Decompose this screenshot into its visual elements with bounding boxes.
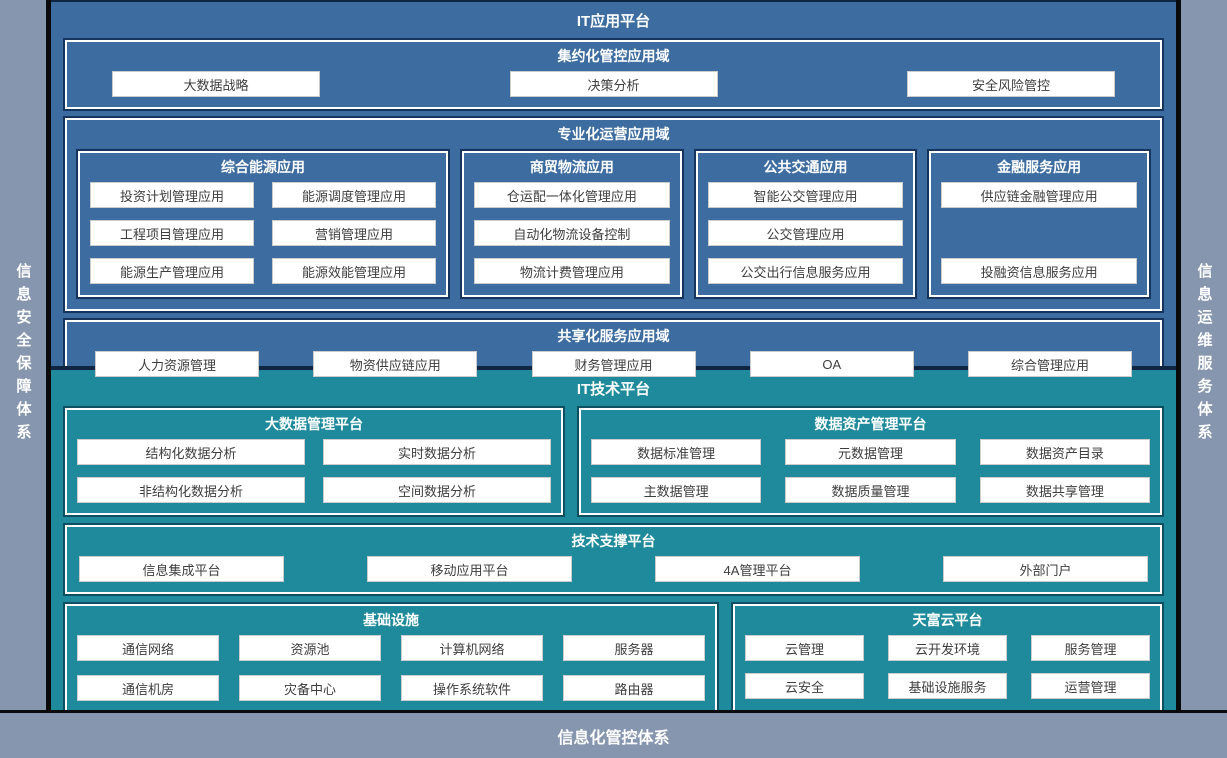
- item-box: 空间数据分析: [323, 477, 551, 503]
- item-box: 物流计费管理应用: [474, 258, 670, 284]
- group-logistics-title: 商贸物流应用: [529, 159, 614, 175]
- item-box: 4A管理平台: [655, 556, 860, 582]
- main-panel: IT应用平台 集约化管控应用域 大数据战略 决策分析 安全风险管控 专业化运营应…: [51, 0, 1176, 713]
- item-box: 云管理: [745, 635, 864, 661]
- infrastructure-items: 通信网络 资源池 计算机网络 服务器 通信机房 灾备中心 操作系统软件 路由器: [77, 635, 705, 701]
- cloud-platform-items: 云管理 云开发环境 服务管理 云安全 基础设施服务 运营管理: [745, 635, 1150, 699]
- item-box: 外部门户: [943, 556, 1148, 582]
- it-tech-platform-section: IT技术平台 大数据管理平台 结构化数据分析 实时数据分析 非结构化数据分析 空…: [51, 370, 1176, 713]
- item-box: 能源生产管理应用: [90, 258, 254, 284]
- group-energy-items: 投资计划管理应用 能源调度管理应用 工程项目管理应用 营销管理应用 能源生产管理…: [90, 182, 436, 284]
- item-box: 灾备中心: [239, 675, 381, 701]
- item-box: 智能公交管理应用: [707, 182, 904, 208]
- item-box: 综合管理应用: [968, 351, 1132, 377]
- it-tech-platform-title: IT技术平台: [576, 381, 651, 398]
- centralized-items-row: 大数据战略 决策分析 安全风险管控: [67, 71, 1160, 107]
- item-box: 数据资产目录: [979, 439, 1150, 465]
- cloud-platform-box: 天富云平台 云管理 云开发环境 服务管理 云安全 基础设施服务 运营管理: [733, 604, 1162, 713]
- cloud-platform-title: 天富云平台: [912, 612, 983, 628]
- item-box: 财务管理应用: [531, 351, 696, 377]
- bottom-rail: 信息化管控体系: [0, 710, 1227, 758]
- group-logistics-items: 仓运配一体化管理应用 自动化物流设备控制 物流计费管理应用: [474, 182, 670, 284]
- item-box: 操作系统软件: [401, 675, 543, 701]
- item-box: 营销管理应用: [272, 220, 436, 246]
- item-box: 计算机网络: [401, 635, 543, 661]
- it-app-platform-section: IT应用平台 集约化管控应用域 大数据战略 决策分析 安全风险管控 专业化运营应…: [51, 0, 1176, 389]
- item-box: 数据标准管理: [591, 439, 762, 465]
- left-rail: 信息安全保障体系: [0, 0, 46, 710]
- item-box: 仓运配一体化管理应用: [474, 182, 670, 208]
- item-box: 通信机房: [77, 675, 219, 701]
- professional-operation-title: 专业化运营应用域: [557, 126, 670, 142]
- item-box: 结构化数据分析: [77, 439, 305, 465]
- item-box: 人力资源管理: [95, 351, 259, 377]
- item-box: 决策分析: [509, 71, 718, 97]
- tech-support-platform-box: 技术支撑平台 信息集成平台 移动应用平台 4A管理平台 外部门户: [65, 525, 1162, 594]
- item-box: 资源池: [239, 635, 381, 661]
- bigdata-platform-title: 大数据管理平台: [265, 416, 363, 432]
- item-box: 投资计划管理应用: [90, 182, 254, 208]
- item-box: 基础设施服务: [888, 673, 1007, 699]
- item-box: 非结构化数据分析: [77, 477, 305, 503]
- item-box: 供应链金融管理应用: [941, 182, 1138, 208]
- item-box: 云开发环境: [888, 635, 1007, 661]
- group-public-transit-items: 智能公交管理应用 公交管理应用 公交出行信息服务应用: [707, 182, 904, 284]
- item-box: 大数据战略: [112, 71, 320, 97]
- item-box: 公交管理应用: [707, 220, 904, 246]
- group-public-transit-title: 公共交通应用: [763, 159, 848, 175]
- tech-row-data: 大数据管理平台 结构化数据分析 实时数据分析 非结构化数据分析 空间数据分析 数…: [63, 406, 1164, 517]
- item-box: 实时数据分析: [323, 439, 551, 465]
- item-box: 服务器: [563, 635, 705, 661]
- item-box: 公交出行信息服务应用: [707, 258, 904, 284]
- item-box: 服务管理: [1031, 635, 1150, 661]
- item-box: 通信网络: [77, 635, 219, 661]
- shared-service-domain: 共享化服务应用域 人力资源管理 物资供应链应用 财务管理应用 OA 综合管理应用: [65, 320, 1162, 389]
- item-box: 运营管理: [1031, 673, 1150, 699]
- bigdata-platform-box: 大数据管理平台 结构化数据分析 实时数据分析 非结构化数据分析 空间数据分析: [65, 408, 563, 515]
- shared-service-title: 共享化服务应用域: [557, 328, 670, 344]
- group-logistics: 商贸物流应用 仓运配一体化管理应用 自动化物流设备控制 物流计费管理应用: [462, 151, 682, 297]
- item-box: 数据质量管理: [785, 477, 956, 503]
- it-app-platform-title: IT应用平台: [576, 13, 651, 30]
- item-box: 投融资信息服务应用: [941, 258, 1138, 284]
- group-finance-title: 金融服务应用: [997, 159, 1082, 175]
- item-box: 元数据管理: [785, 439, 956, 465]
- bigdata-items: 结构化数据分析 实时数据分析 非结构化数据分析 空间数据分析: [77, 439, 551, 503]
- centralized-control-title: 集约化管控应用域: [557, 48, 670, 64]
- item-box: 信息集成平台: [79, 556, 284, 582]
- professional-operation-domain: 专业化运营应用域 综合能源应用 投资计划管理应用 能源调度管理应用 工程项目管理…: [65, 118, 1162, 311]
- item-box: 主数据管理: [591, 477, 762, 503]
- item-box: OA: [749, 351, 914, 377]
- group-energy-title: 综合能源应用: [221, 159, 305, 175]
- item-box: 物资供应链应用: [313, 351, 478, 377]
- item-box: 工程项目管理应用: [90, 220, 254, 246]
- item-box: 自动化物流设备控制: [474, 220, 670, 246]
- right-rail: 信息运维服务体系: [1181, 0, 1227, 710]
- bottom-rail-label: 信息化管控体系: [557, 729, 670, 747]
- left-rail-label: 信息安全保障体系: [14, 263, 32, 447]
- data-asset-platform-box: 数据资产管理平台 数据标准管理 元数据管理 数据资产目录 主数据管理 数据质量管…: [579, 408, 1162, 515]
- group-finance-items: 供应链金融管理应用 投融资信息服务应用: [941, 182, 1138, 284]
- right-rail-label: 信息运维服务体系: [1195, 263, 1213, 447]
- item-box: 云安全: [745, 673, 864, 699]
- item-box: 数据共享管理: [979, 477, 1150, 503]
- item-box: 安全风险管控: [907, 71, 1115, 97]
- item-box: 移动应用平台: [367, 556, 572, 582]
- shared-items-row: 人力资源管理 物资供应链应用 财务管理应用 OA 综合管理应用: [67, 351, 1160, 387]
- item-box: 能源效能管理应用: [272, 258, 436, 284]
- tech-row-infra: 基础设施 通信网络 资源池 计算机网络 服务器 通信机房 灾备中心 操作系统软件…: [63, 602, 1164, 715]
- infrastructure-title: 基础设施: [363, 612, 419, 628]
- tech-support-items: 信息集成平台 移动应用平台 4A管理平台 外部门户: [67, 556, 1160, 592]
- item-box: 路由器: [563, 675, 705, 701]
- group-public-transit: 公共交通应用 智能公交管理应用 公交管理应用 公交出行信息服务应用: [695, 151, 916, 297]
- tech-support-platform-title: 技术支撑平台: [571, 533, 656, 549]
- item-box: 能源调度管理应用: [272, 182, 436, 208]
- group-finance: 金融服务应用 供应链金融管理应用 投融资信息服务应用: [929, 151, 1150, 297]
- group-energy: 综合能源应用 投资计划管理应用 能源调度管理应用 工程项目管理应用 营销管理应用…: [78, 151, 448, 297]
- centralized-control-domain: 集约化管控应用域 大数据战略 决策分析 安全风险管控: [65, 40, 1162, 109]
- data-asset-items: 数据标准管理 元数据管理 数据资产目录 主数据管理 数据质量管理 数据共享管理: [591, 439, 1150, 503]
- professional-groups: 综合能源应用 投资计划管理应用 能源调度管理应用 工程项目管理应用 营销管理应用…: [67, 149, 1160, 309]
- infrastructure-box: 基础设施 通信网络 资源池 计算机网络 服务器 通信机房 灾备中心 操作系统软件…: [65, 604, 717, 713]
- data-asset-platform-title: 数据资产管理平台: [814, 416, 927, 432]
